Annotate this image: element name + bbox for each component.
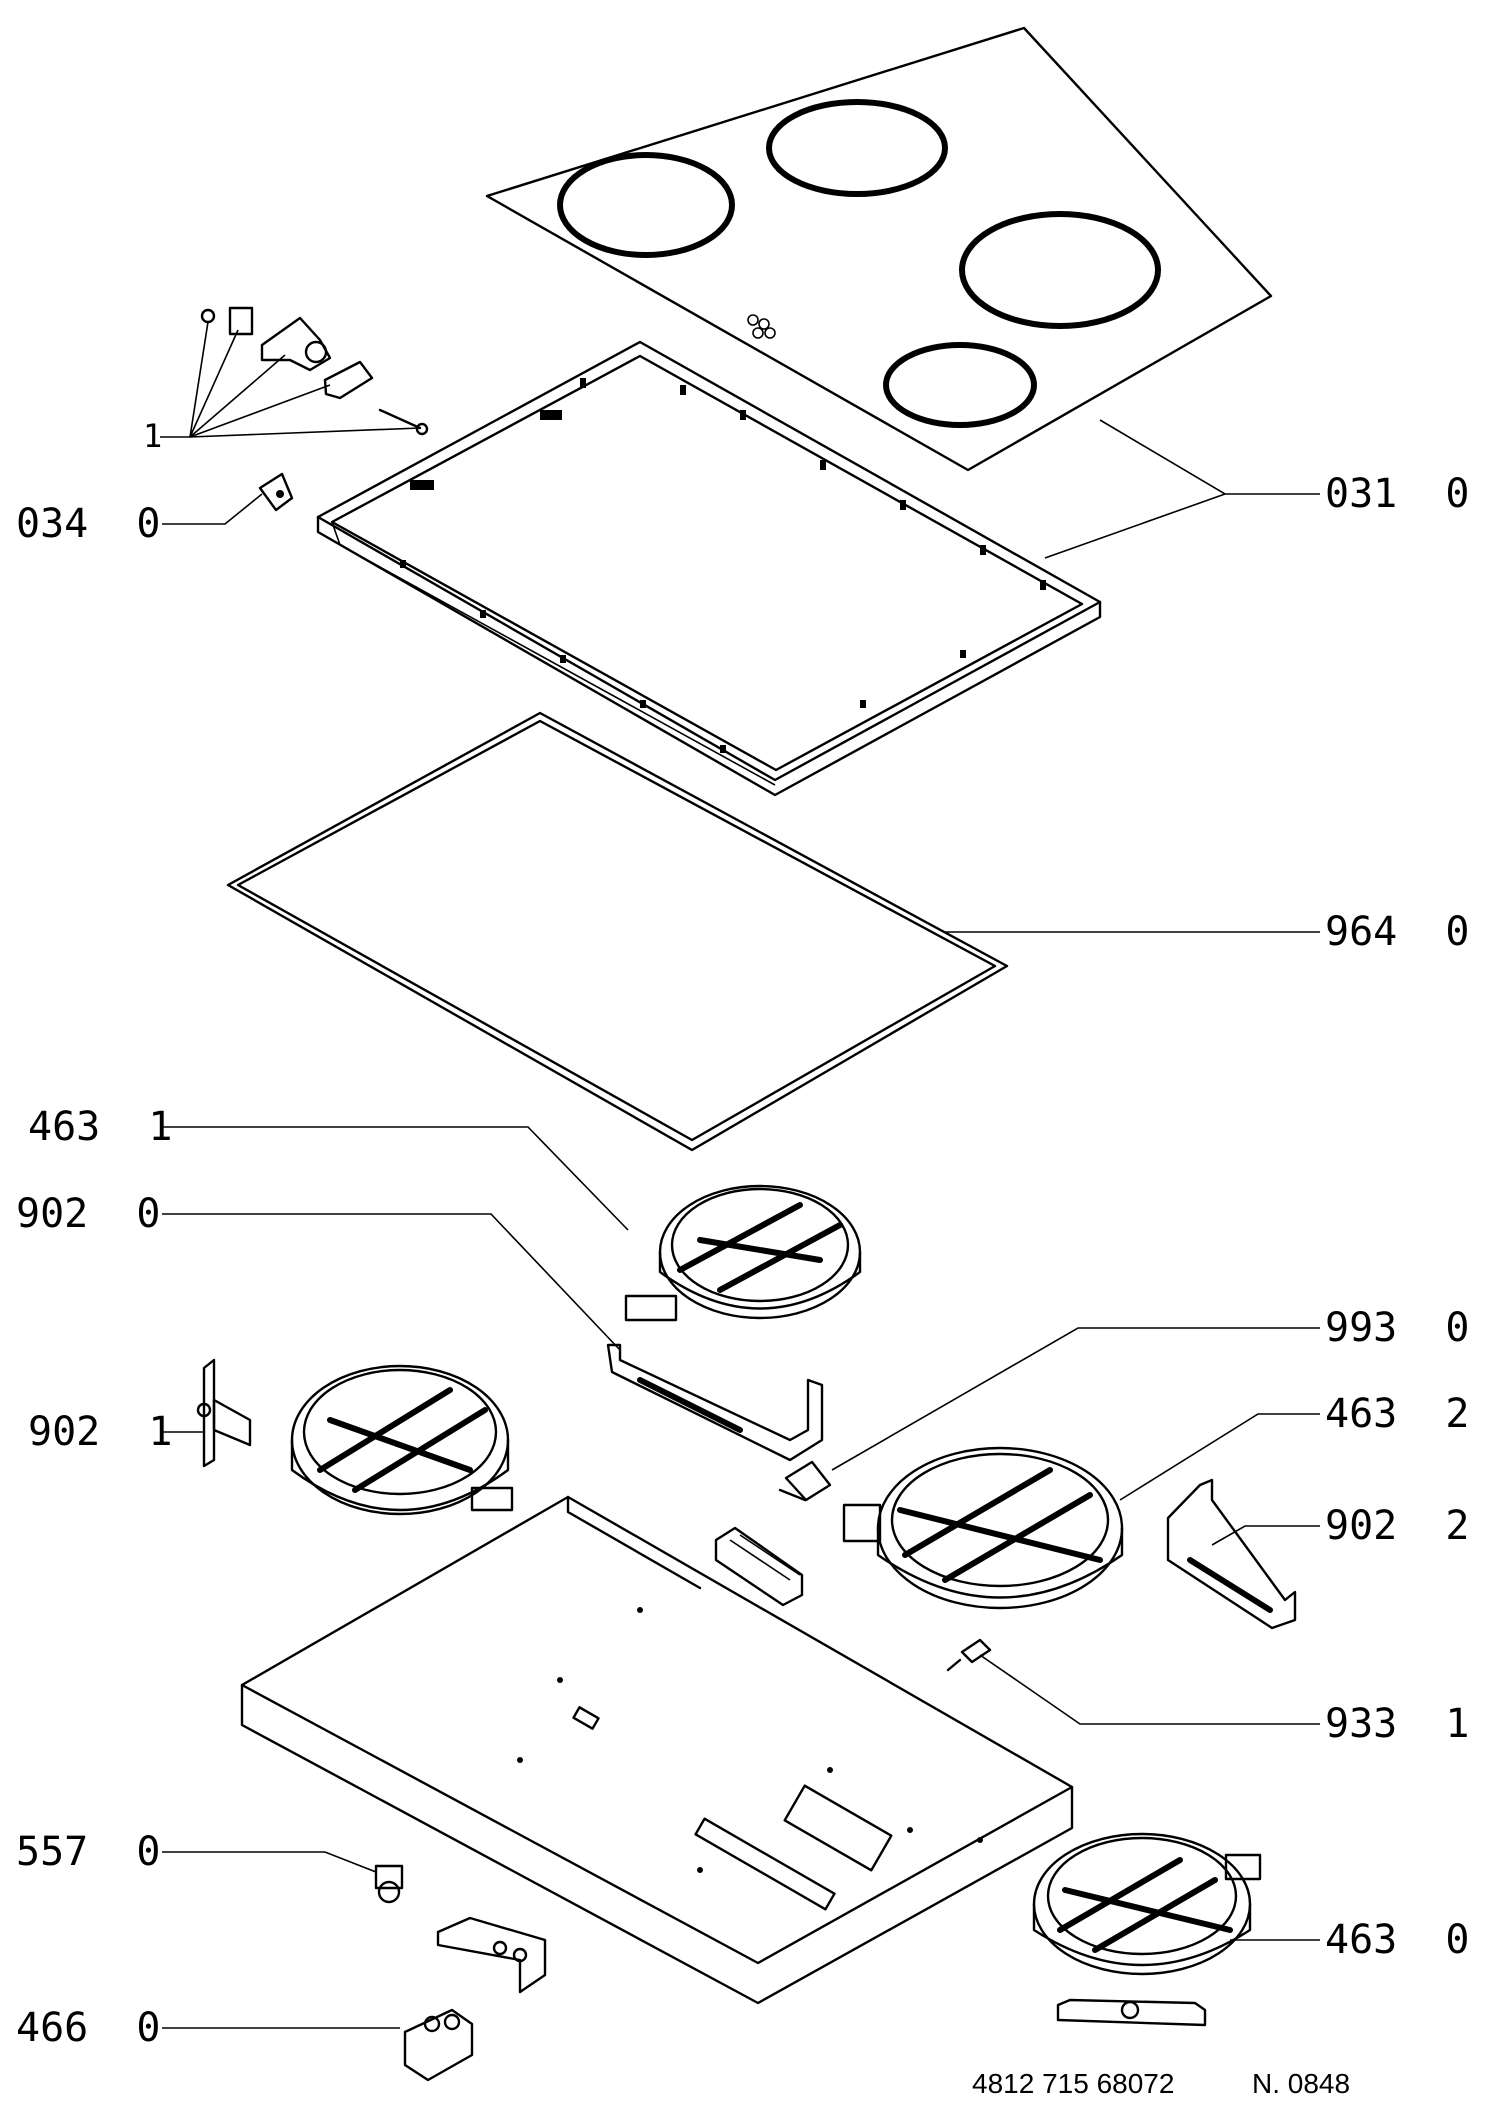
sensor-bracket-933-1	[946, 1638, 992, 1672]
terminal-block	[714, 1526, 804, 1607]
bracket-902-0	[606, 1343, 824, 1462]
cooktop-frame	[316, 340, 1102, 797]
element-bracket	[1056, 1998, 1207, 2027]
callout-463-1: 463 1	[28, 1104, 173, 1150]
callout-466-0: 466 0	[16, 2005, 161, 2051]
callout-902-2: 902 2	[1325, 1503, 1470, 1549]
heating-element-large-left	[290, 1364, 514, 1516]
callout-463-2: 463 2	[1325, 1391, 1470, 1437]
bracket-902-1	[196, 1358, 252, 1468]
callout-031-0: 031 0	[1325, 471, 1470, 517]
callout-1: 1	[143, 417, 163, 455]
connector-466-0	[403, 2008, 474, 2082]
part-number: 4812 715 68072	[972, 2068, 1175, 2099]
sheet-number: N. 0848	[1252, 2068, 1351, 2099]
bottom-bracket	[436, 1916, 547, 1994]
heating-element-463-1	[624, 1184, 862, 1322]
callout-964-0: 964 0	[1325, 909, 1470, 955]
callout-993-0: 993 0	[1325, 1305, 1470, 1351]
clip-part	[258, 472, 294, 512]
callout-557-0: 557 0	[16, 1829, 161, 1875]
frame-seal	[226, 711, 1009, 1152]
control-symbols-icon	[747, 314, 776, 339]
callout-902-1: 902 1	[28, 1409, 173, 1455]
bottom-housing	[240, 1495, 1074, 2005]
callout-463-0: 463 0	[1325, 1917, 1470, 1963]
callout-933-1: 933 1	[1325, 1701, 1470, 1747]
bracket-902-2	[1166, 1478, 1297, 1630]
ceramic-glass-top	[485, 26, 1273, 472]
heating-element-463-0	[1032, 1832, 1262, 1976]
thermostat-557-0	[374, 1864, 404, 1904]
leader-lines	[160, 321, 1320, 2029]
switch-993-0	[778, 1460, 832, 1502]
callout-902-0: 902 0	[16, 1191, 161, 1237]
mounting-hardware-parts	[200, 306, 429, 436]
heating-element-463-2	[842, 1446, 1124, 1610]
callout-034-0: 034 0	[16, 501, 161, 547]
